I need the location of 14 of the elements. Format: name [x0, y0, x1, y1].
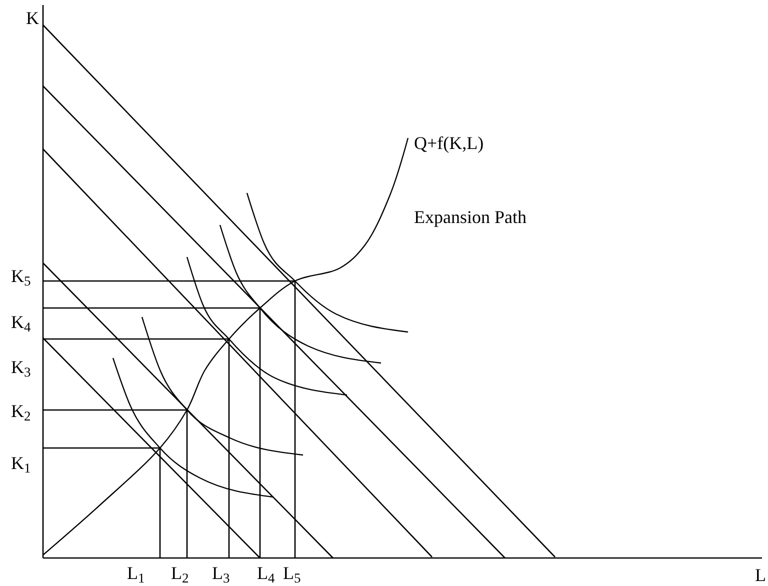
- tick-label: L$_{3}$: [212, 564, 230, 582]
- tick-label: L$_{1}$: [127, 564, 145, 582]
- tick-label: K$_{1}$: [11, 454, 31, 472]
- tick-label: K$_{3}$: [11, 358, 31, 376]
- axis-label: K: [26, 9, 39, 27]
- tick-label: K$_{2}$: [11, 402, 31, 420]
- tick-label: K$_{4}$: [11, 313, 31, 331]
- tick-label: L$_{2}$: [171, 564, 189, 582]
- axis-label: L: [755, 566, 766, 584]
- curve-label: Expansion Path: [414, 208, 526, 226]
- tick-label: L$_{5}$: [283, 564, 301, 582]
- tick-label: K$_{5}$: [11, 267, 31, 285]
- function-label: Q+f(K,L): [414, 134, 484, 152]
- tick-label: L$_{4}$: [257, 564, 275, 582]
